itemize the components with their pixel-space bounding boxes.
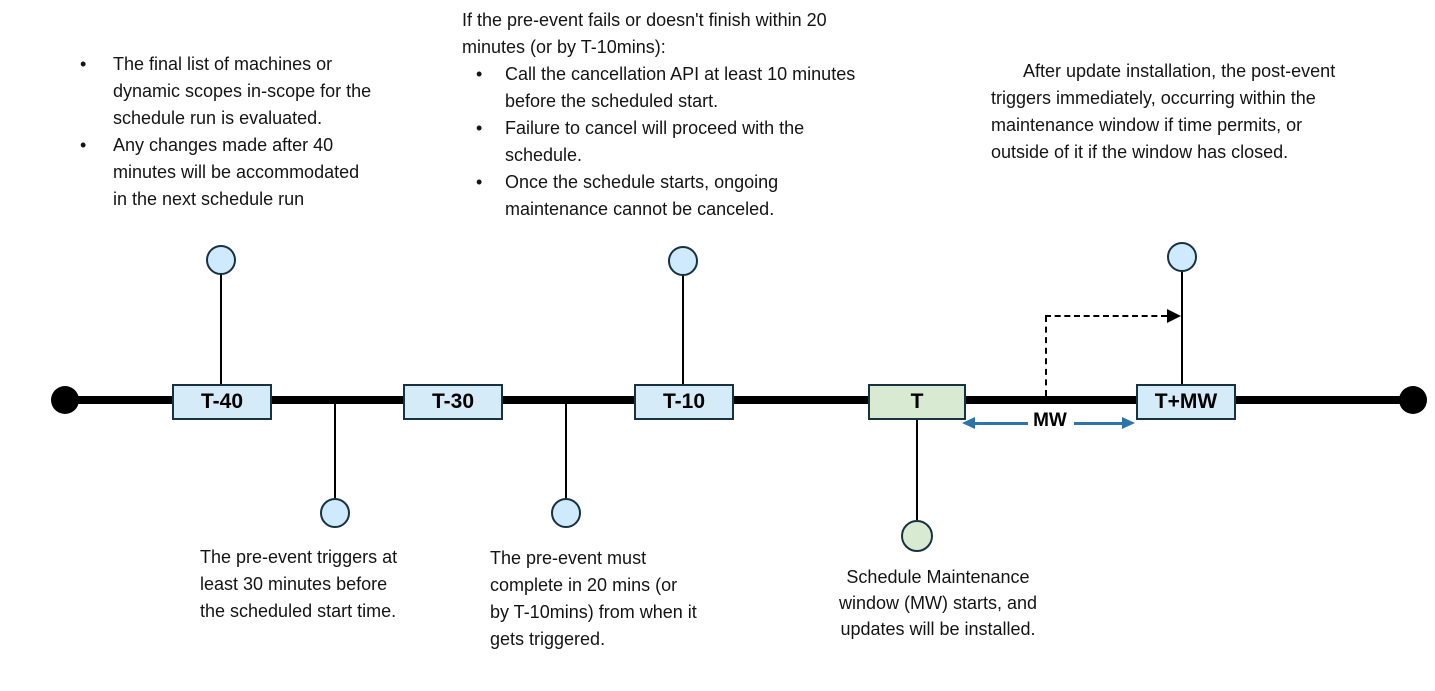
post-event-dashed-line-horizontal xyxy=(1045,315,1167,317)
timeline-end-dot xyxy=(1399,386,1427,414)
milestone-box-t-10: T-10 xyxy=(634,384,734,420)
note-pre-event-complete: The pre-event must complete in 20 mins (… xyxy=(490,548,697,649)
event-marker-circle-tmw xyxy=(1167,242,1197,272)
bullet-item: Once the schedule starts, ongoing mainte… xyxy=(462,169,942,223)
milestone-box-t-30: T-30 xyxy=(403,384,503,420)
timeline-start-dot xyxy=(51,386,79,414)
milestone-box-t: T xyxy=(868,384,966,420)
milestone-box-t-40: T-40 xyxy=(172,384,272,420)
event-marker-circle-pre-event-trigger xyxy=(320,498,350,528)
bullet-item: Call the cancellation API at least 10 mi… xyxy=(462,61,942,115)
connector-line-pre-event-trigger xyxy=(334,400,336,498)
post-event-arrowhead-icon xyxy=(1167,309,1181,323)
bullet-item: Failure to cancel will proceed with the … xyxy=(462,115,942,169)
event-marker-circle-mw-start xyxy=(901,520,933,552)
connector-line-pre-event-complete xyxy=(565,400,567,498)
note-post-event: After update installation, the post-even… xyxy=(991,61,1336,162)
bullet-text: Call the cancellation API at least 10 mi… xyxy=(505,64,856,111)
bullet-text: The final list of machines or dynamic sc… xyxy=(113,54,372,128)
mw-arrow-left-icon xyxy=(962,417,975,429)
connector-line-t40 xyxy=(220,274,222,384)
event-marker-circle-t40 xyxy=(206,245,236,275)
note-pre-event-trigger: The pre-event triggers at least 30 minut… xyxy=(200,547,398,621)
post-event-dashed-line-vertical xyxy=(1045,316,1047,396)
bullet-text: Failure to cancel will proceed with the … xyxy=(505,118,805,165)
mw-span-label: MW xyxy=(1033,410,1067,431)
connector-line-t10 xyxy=(682,275,684,384)
mw-arrow-line-left xyxy=(974,422,1028,425)
bullet-item: The final list of machines or dynamic sc… xyxy=(80,51,460,132)
event-marker-circle-t10 xyxy=(668,246,698,276)
mw-arrow-line-right xyxy=(1074,422,1122,425)
connector-line-mw-start xyxy=(916,420,918,520)
bullet-icon xyxy=(80,51,113,78)
note-intro-text: If the pre-event fails or doesn't finish… xyxy=(462,10,827,57)
bullet-item: Any changes made after 40 minutes will b… xyxy=(80,132,460,213)
bullet-icon xyxy=(476,115,505,142)
note-mw-start: Schedule Maintenance window (MW) starts,… xyxy=(838,567,1038,639)
connector-line-tmw xyxy=(1181,271,1183,384)
bullet-icon xyxy=(80,132,113,159)
timeline-line xyxy=(65,396,1413,404)
bullet-text: Any changes made after 40 minutes will b… xyxy=(113,135,360,209)
bullet-text: Once the schedule starts, ongoing mainte… xyxy=(505,172,779,219)
milestone-box-t-plus-mw: T+MW xyxy=(1136,384,1236,420)
mw-arrow-right-icon xyxy=(1122,417,1135,429)
note-pre-event-failure: If the pre-event fails or doesn't finish… xyxy=(462,7,942,223)
event-marker-circle-pre-event-complete xyxy=(551,498,581,528)
note-scope-evaluation: The final list of machines or dynamic sc… xyxy=(80,51,460,213)
bullet-icon xyxy=(476,61,505,88)
bullet-icon xyxy=(476,169,505,196)
